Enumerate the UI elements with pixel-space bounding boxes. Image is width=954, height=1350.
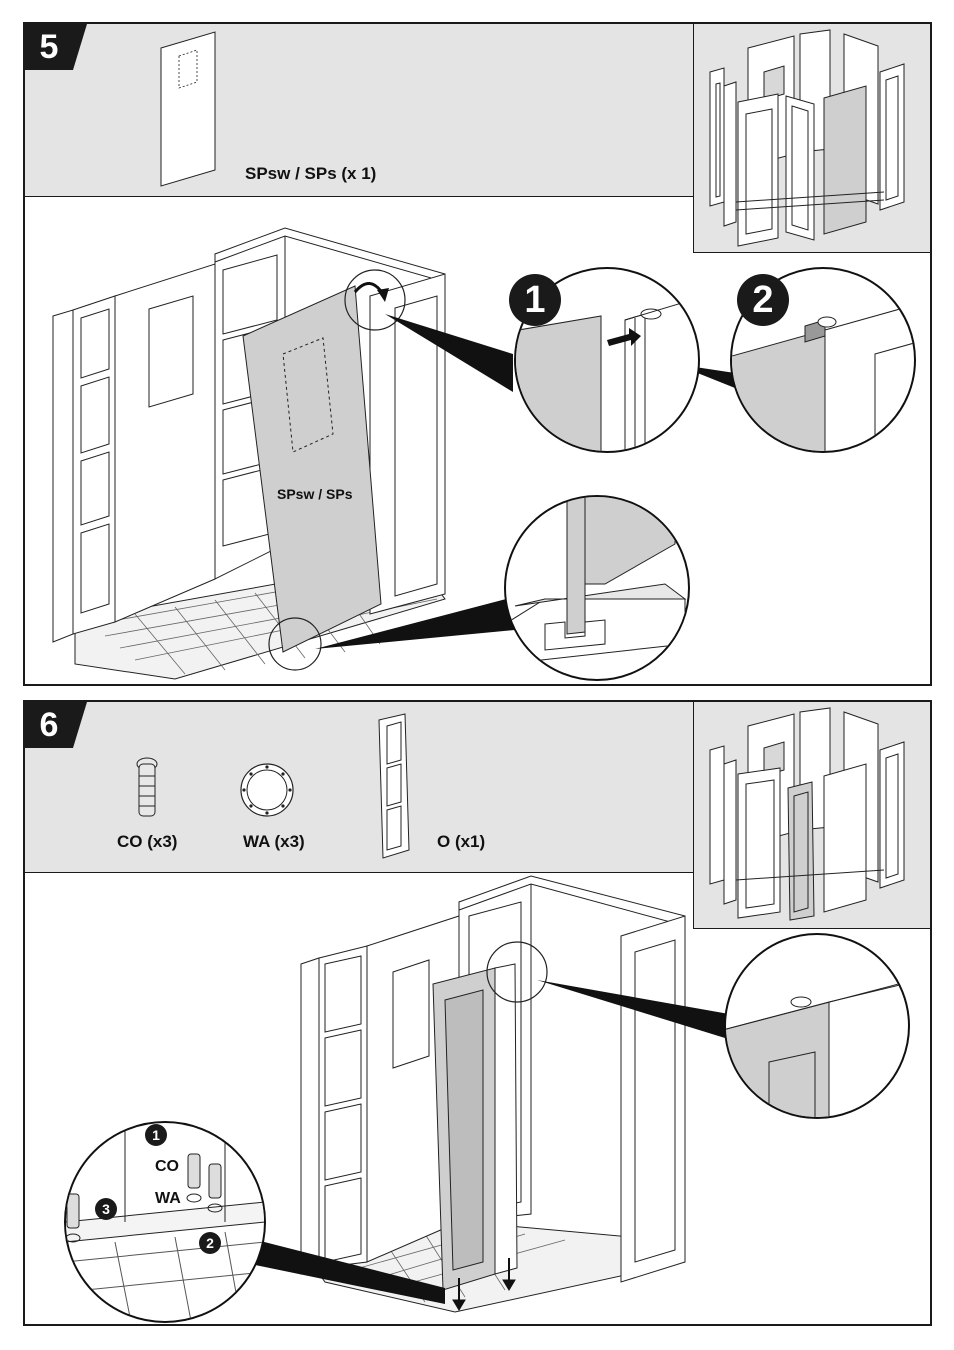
corner-post-icon <box>378 713 410 859</box>
step-5-panel: 5 SPsw / SPs (x 1) <box>23 22 932 686</box>
washer-icon <box>240 763 294 817</box>
step-number: 5 <box>25 24 87 70</box>
part-label-corner-post: O (x1) <box>437 832 486 851</box>
shed-assembly-drawing <box>64 875 910 1323</box>
shed-assembly-drawing <box>52 227 916 681</box>
part-label-connector: CO (x3) <box>117 832 178 851</box>
detail-badge-1: 1 <box>509 274 561 326</box>
connector-icon <box>136 757 158 817</box>
detail-badge-3: 3 <box>95 1198 117 1220</box>
step-number: 6 <box>25 702 87 748</box>
part-label-washer: WA (x3) <box>243 832 305 851</box>
detail-badge-1: 1 <box>145 1124 167 1146</box>
washer-label: WA <box>155 1190 181 1207</box>
shed-overview-drawing <box>709 29 905 247</box>
detail-badge-2: 2 <box>199 1232 221 1254</box>
step-6-panel: 6 <box>23 700 932 1326</box>
part-label: SPsw / SPs (x 1) <box>245 164 377 183</box>
connector-label: CO <box>155 1158 179 1175</box>
side-panel-part-icon <box>160 31 216 187</box>
detail-badge-2: 2 <box>737 274 789 326</box>
panel-label: SPsw / SPs <box>277 486 353 502</box>
shed-overview-drawing <box>709 707 905 921</box>
parts-band: 5 SPsw / SPs (x 1) <box>25 24 698 197</box>
parts-band: 6 <box>25 702 698 873</box>
overview-thumbnail <box>693 702 930 929</box>
overview-thumbnail <box>693 24 930 253</box>
